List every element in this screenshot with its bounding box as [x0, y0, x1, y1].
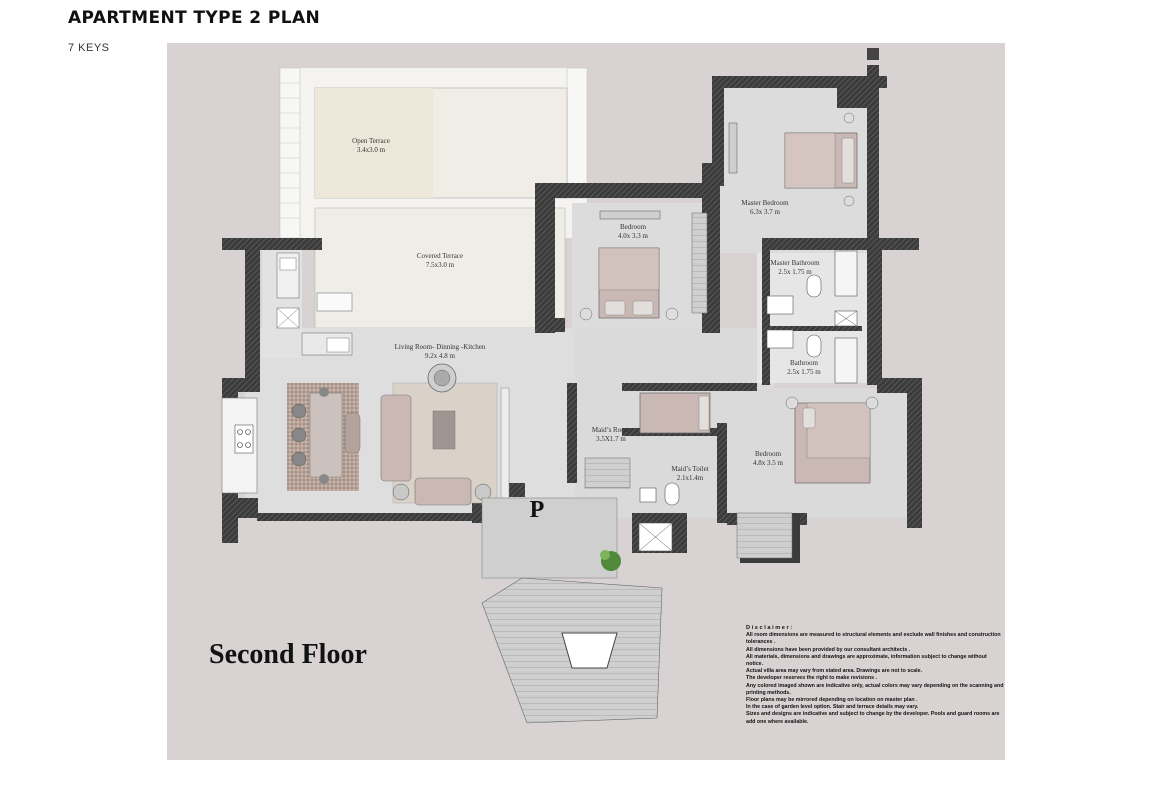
- kitchen-counter: [221, 252, 353, 494]
- disclaimer: Disclaimer: All room dimensions are meas…: [746, 625, 1004, 726]
- maid-room-furniture: [638, 392, 711, 552]
- entrance-marker: P: [530, 497, 545, 523]
- dining-set: [287, 383, 361, 491]
- disclaimer-line: Sizes and designs are indicative and sub…: [746, 711, 1000, 725]
- disclaimer-line: In the case of garden level option. Stai…: [746, 704, 919, 711]
- floor-label: Second Floor: [209, 639, 367, 670]
- bathroom-fixtures: [766, 250, 858, 384]
- disclaimer-heading: Disclaimer:: [746, 625, 794, 631]
- bedroom-furniture: [579, 210, 679, 321]
- disclaimer-line: The developer reserves the right to make…: [746, 675, 878, 682]
- staircase: [481, 212, 793, 724]
- page-subtitle: 7 KEYS: [68, 42, 110, 54]
- walls: [222, 48, 922, 563]
- page-title: APARTMENT TYPE 2 PLAN: [68, 8, 321, 28]
- disclaimer-line: All materials, dimensions and drawings a…: [746, 653, 987, 668]
- disclaimer-line: All dimensions have been provided by our…: [746, 646, 911, 653]
- terrace-area: [279, 67, 588, 329]
- master-bedroom-furniture: [728, 112, 858, 207]
- disclaimer-line: Actual villa area may vary from stated a…: [746, 668, 923, 675]
- disclaimer-line: Any colored imaged shown are indicative …: [746, 682, 1004, 696]
- bedroom-2-furniture: [785, 396, 879, 484]
- disclaimer-line: Floor plans may be mirrored depending on…: [746, 697, 918, 704]
- living-furniture: [380, 363, 510, 506]
- disclaimer-line: All room dimensions are measured to stru…: [746, 632, 1001, 646]
